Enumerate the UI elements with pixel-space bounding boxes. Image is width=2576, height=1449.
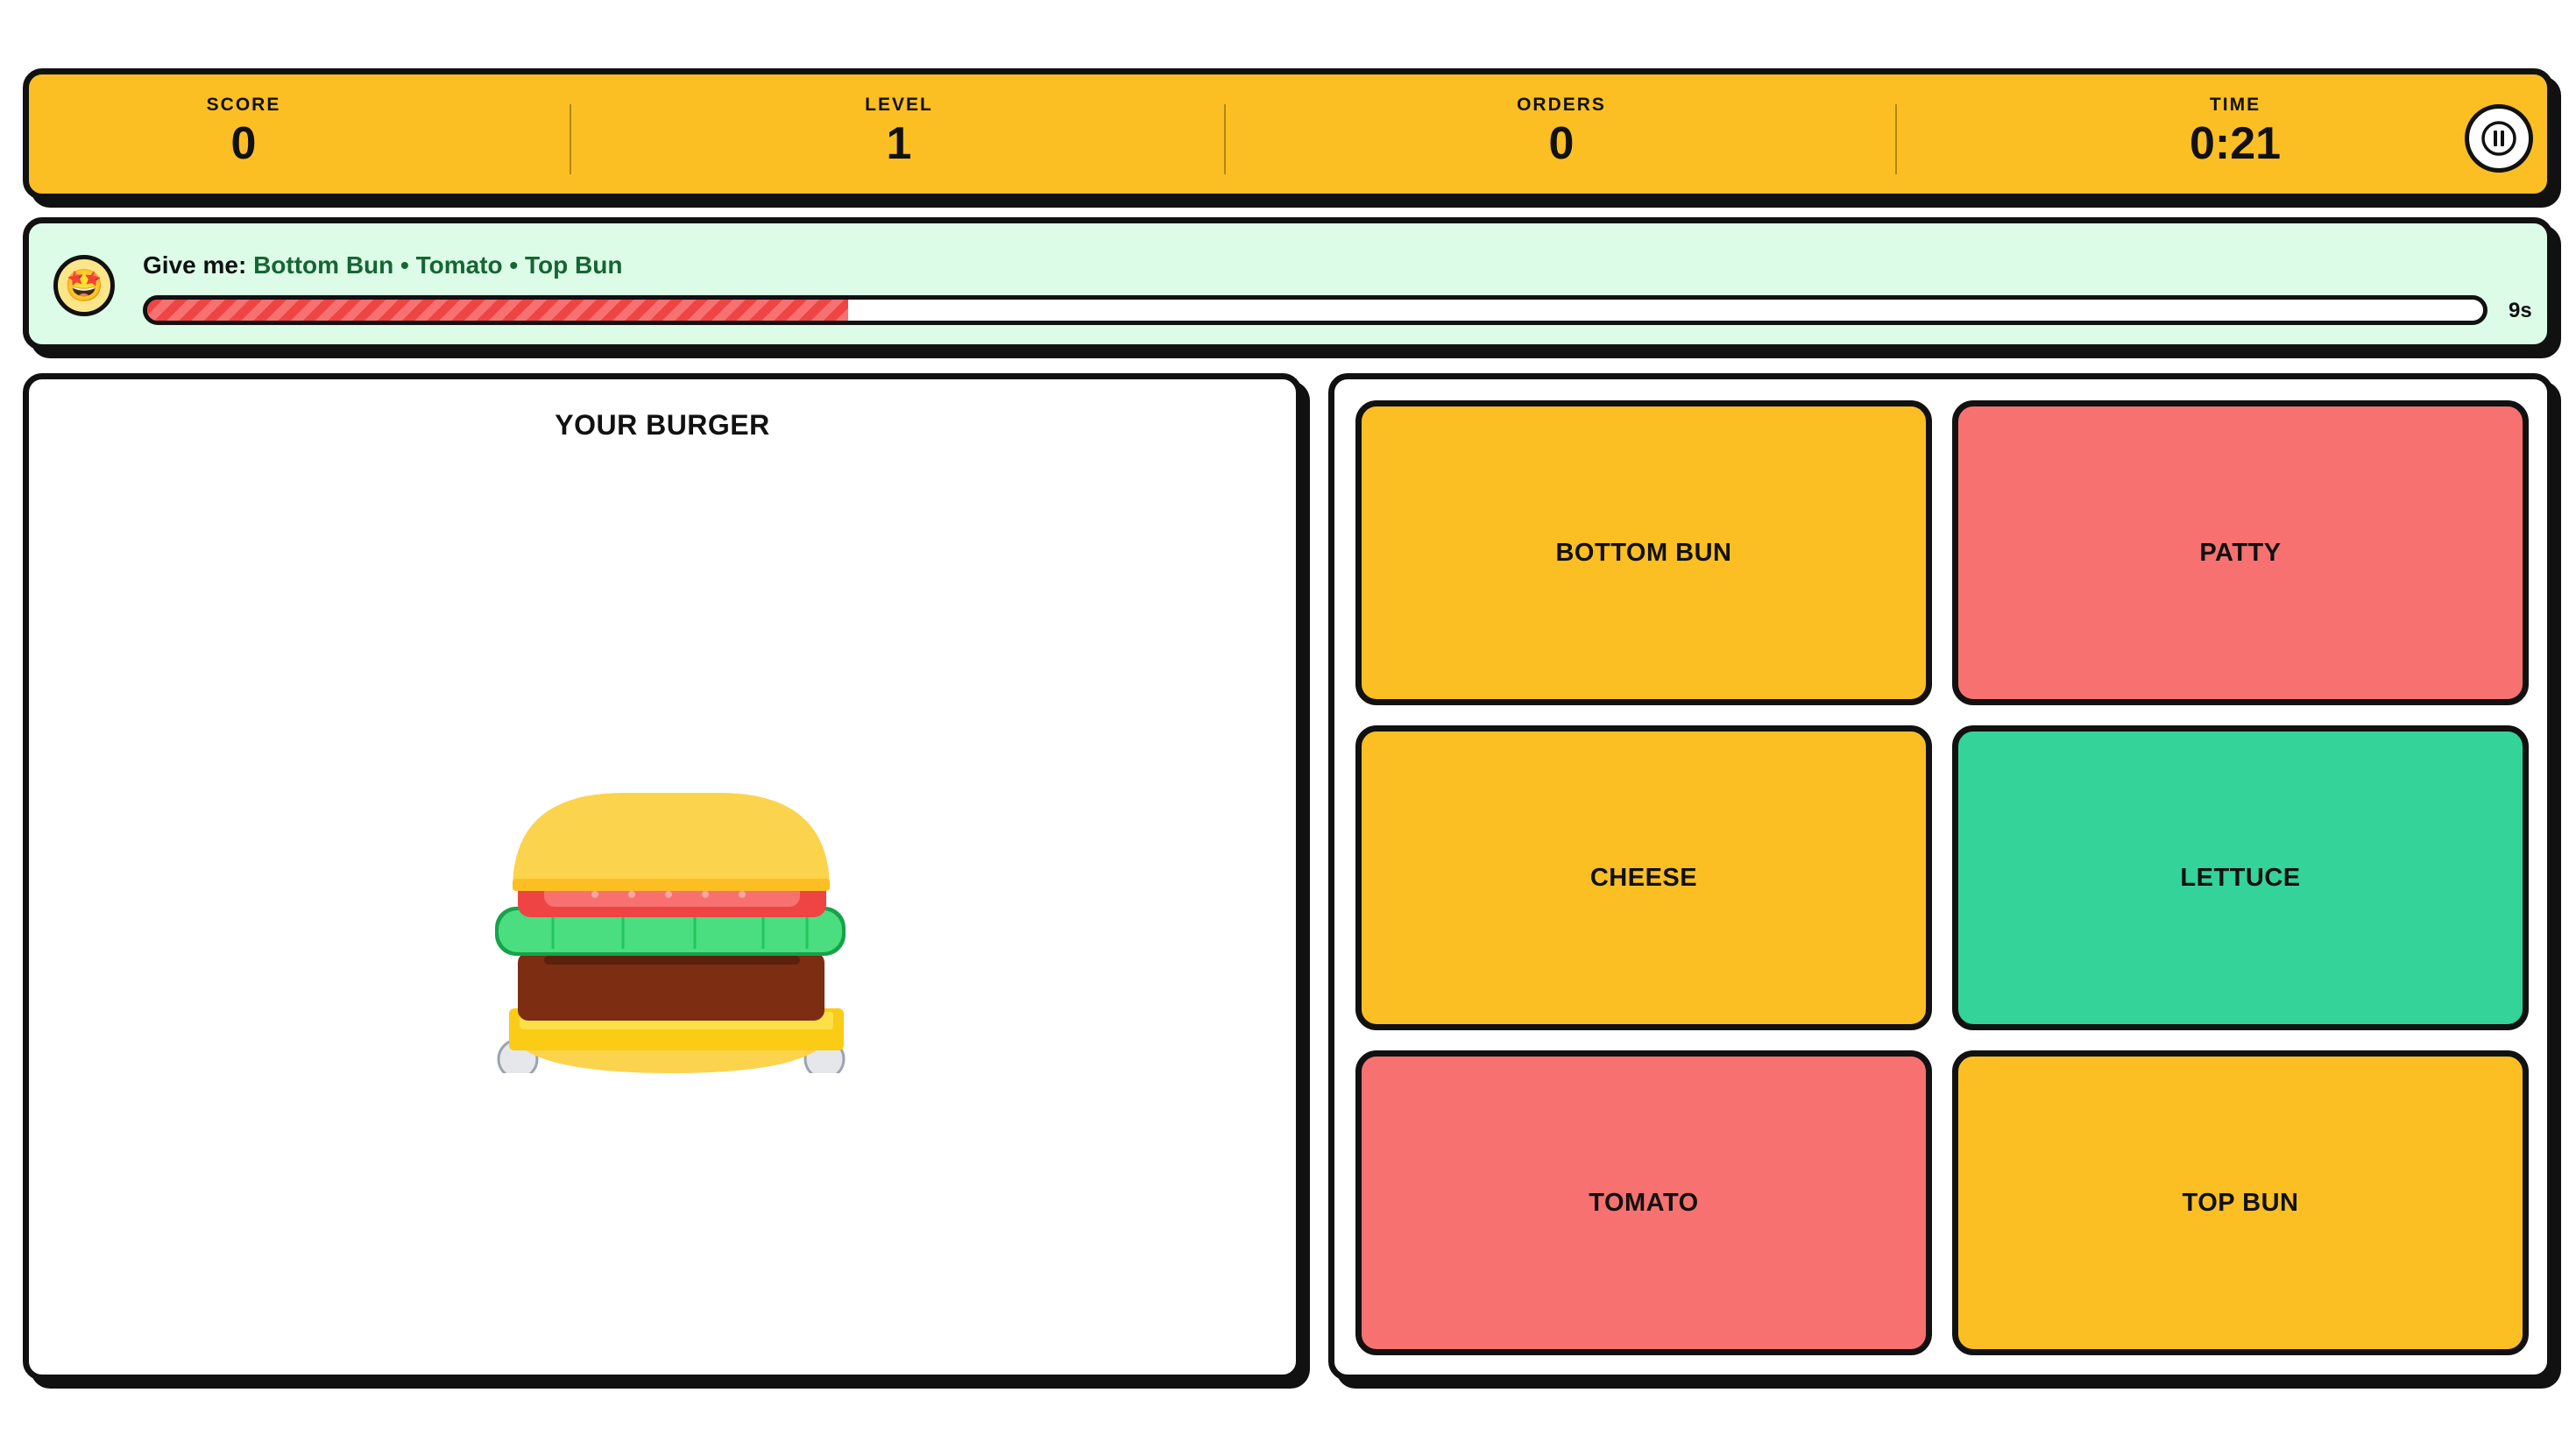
burger-stack — [492, 758, 851, 1073]
cheese-button[interactable]: CHEESE — [1355, 725, 1932, 1030]
star-struck-face-icon: 🤩 — [64, 267, 104, 303]
customer-avatar: 🤩 — [53, 255, 115, 316]
orders-value: 0 — [1548, 118, 1575, 169]
order-timer-bar — [143, 295, 2488, 325]
time-label: TIME — [2209, 95, 2261, 115]
patty-button[interactable]: PATTY — [1952, 400, 2529, 705]
time-stat: TIME 0:21 — [2190, 74, 2281, 194]
burger-title: YOUR BURGER — [555, 409, 770, 441]
top-bun-button[interactable]: TOP BUN — [1952, 1050, 2529, 1355]
stat-divider — [1224, 104, 1226, 174]
stats-bar: SCORE 0 LEVEL 1 ORDERS 0 TIME 0:21 — [23, 68, 2553, 200]
level-stat: LEVEL 1 — [865, 74, 933, 194]
lettuce-button[interactable]: LETTUCE — [1952, 725, 2529, 1030]
score-label: SCORE — [206, 95, 281, 115]
orders-stat: ORDERS 0 — [1517, 74, 1606, 194]
order-bar: 🤩 Give me: Bottom Bun • Tomato • Top Bun… — [23, 217, 2553, 350]
stat-divider — [570, 104, 571, 174]
bottom-bun-button[interactable]: BOTTOM BUN — [1355, 400, 1932, 705]
order-prefix: Give me: — [143, 251, 247, 279]
order-timer-fill — [147, 300, 848, 321]
score-stat: SCORE 0 — [207, 74, 281, 194]
order-request: Give me: Bottom Bun • Tomato • Top Bun — [143, 251, 622, 279]
burger-panel: YOUR BURGER — [23, 373, 1302, 1381]
orders-label: ORDERS — [1517, 95, 1606, 115]
tomato-button[interactable]: TOMATO — [1355, 1050, 1932, 1355]
order-items: Bottom Bun • Tomato • Top Bun — [253, 251, 623, 279]
level-label: LEVEL — [865, 95, 933, 115]
stat-divider — [1895, 104, 1897, 174]
order-timer-seconds: 9s — [2509, 299, 2532, 322]
pause-icon — [2481, 121, 2516, 156]
patty-layer — [518, 952, 824, 1021]
level-value: 1 — [886, 118, 912, 169]
lettuce-layer — [495, 907, 846, 956]
top-bun-layer — [513, 793, 830, 891]
pause-button[interactable] — [2465, 104, 2533, 173]
score-value: 0 — [230, 118, 257, 169]
ingredient-panel: BOTTOM BUN PATTY CHEESE LETTUCE TOMATO T… — [1328, 373, 2553, 1381]
time-value: 0:21 — [2189, 118, 2282, 169]
